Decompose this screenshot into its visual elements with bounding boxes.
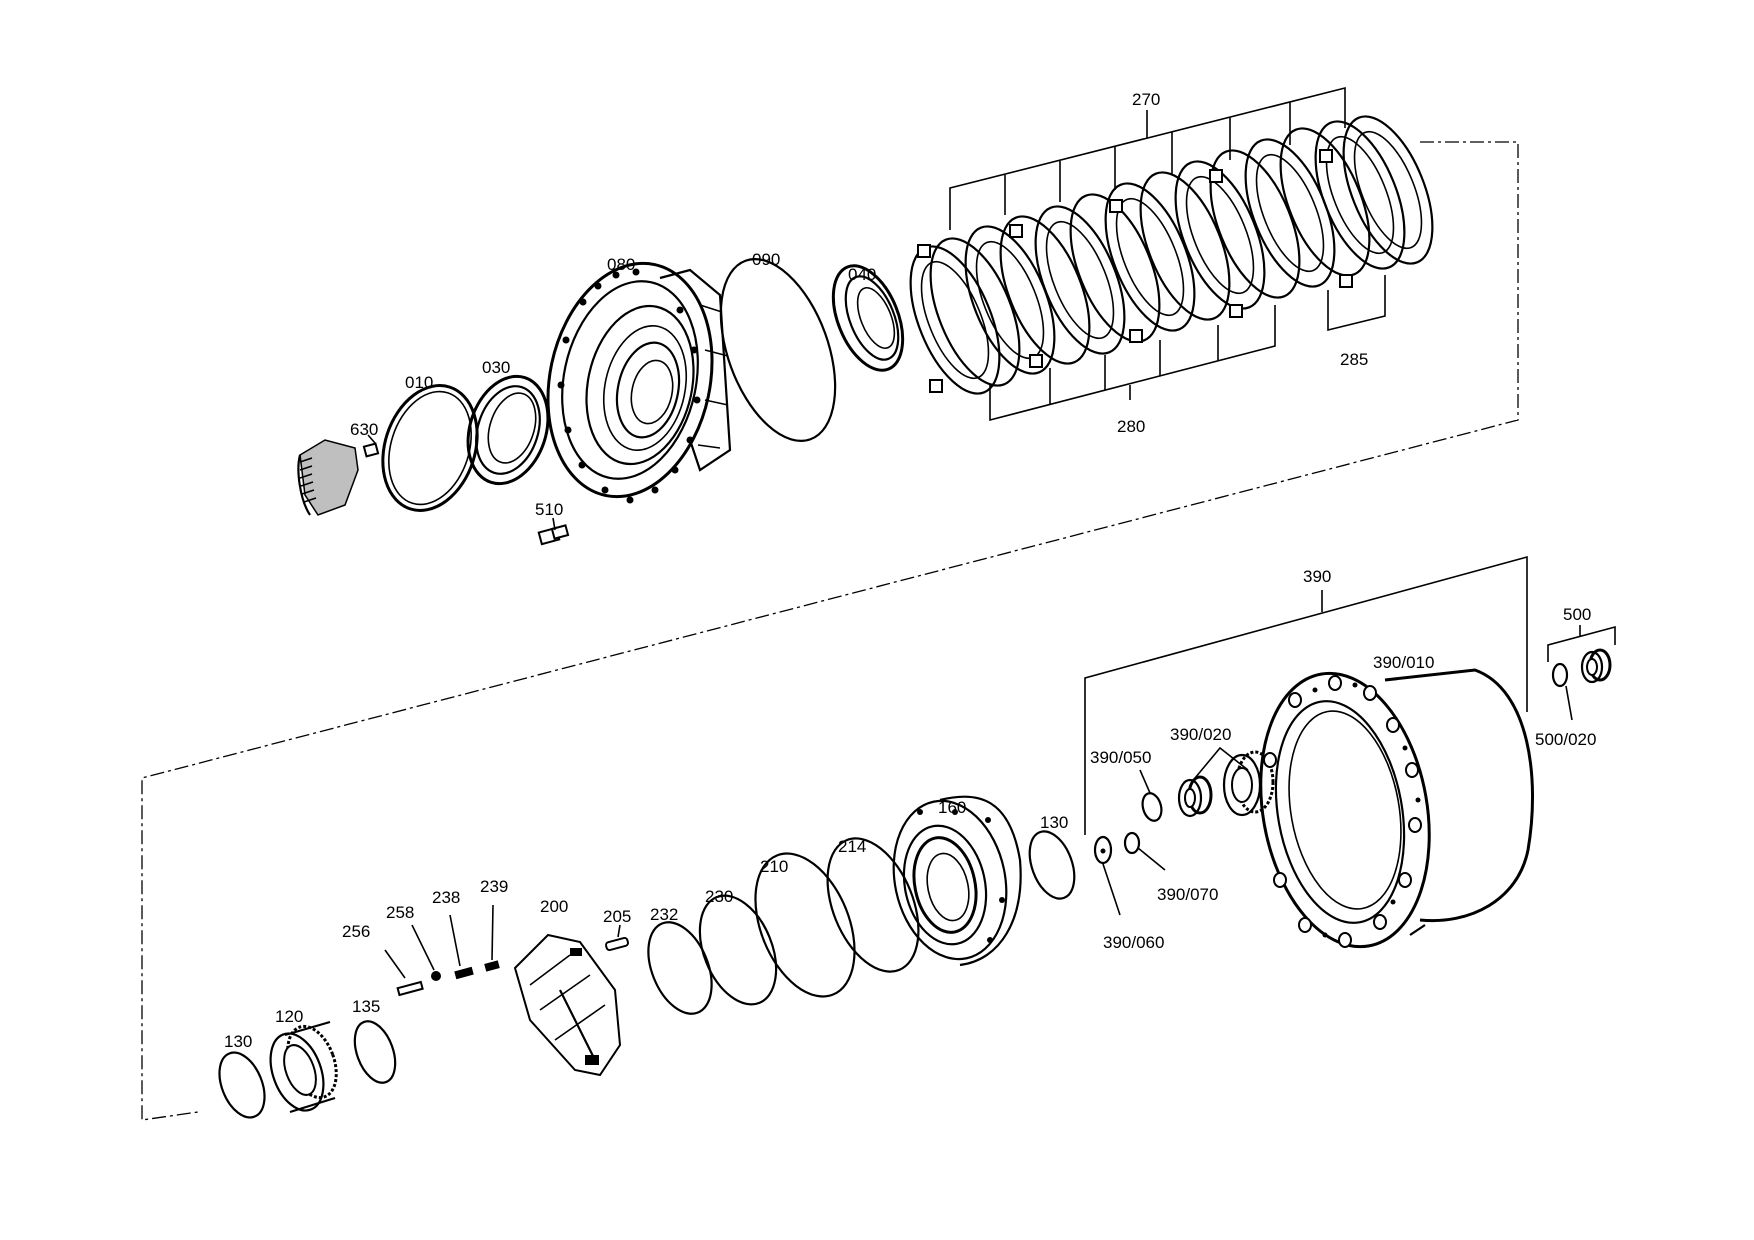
part-232-ring[interactable] (636, 913, 724, 1023)
label-210: 210 (760, 857, 788, 876)
label-390: 390 (1303, 567, 1331, 586)
part-390-070-ring[interactable] (1123, 831, 1141, 855)
part-205-pin[interactable] (605, 936, 629, 952)
part-500-020-ring[interactable] (1551, 662, 1569, 688)
part-390-010-housing[interactable] (1240, 660, 1534, 960)
label-390-060: 390/060 (1103, 933, 1164, 952)
leader-lines-top-row (367, 86, 1386, 444)
label-285: 285 (1340, 350, 1368, 369)
part-130-ring-left[interactable] (211, 1046, 274, 1124)
part-256-pin[interactable] (396, 980, 424, 997)
part-390-020-bearing-small[interactable] (1177, 775, 1213, 818)
part-214-ring[interactable] (810, 825, 937, 985)
label-200: 200 (540, 897, 568, 916)
label-232: 232 (650, 905, 678, 924)
part-390-050-ring[interactable] (1140, 791, 1165, 823)
label-120: 120 (275, 1007, 303, 1026)
label-160: 160 (938, 798, 966, 817)
label-630: 630 (350, 420, 378, 439)
part-238-spring[interactable] (454, 966, 474, 980)
part-200-carrier[interactable] (513, 933, 622, 1077)
leader-lines-bottom-row (384, 517, 1616, 979)
assembly-axis-outline (141, 141, 1519, 1121)
part-130-ring-right[interactable] (1021, 825, 1083, 904)
part-090-o-ring[interactable] (699, 244, 858, 457)
part-258-ball[interactable] (431, 971, 441, 981)
part-030-seal[interactable] (455, 366, 561, 494)
label-390-010: 390/010 (1373, 653, 1434, 672)
part-080-hub-housing[interactable] (527, 248, 733, 512)
part-210-ring[interactable] (736, 839, 874, 1011)
part-239-spring[interactable] (484, 960, 500, 972)
label-500: 500 (1563, 605, 1591, 624)
part-230-ring[interactable] (685, 884, 791, 1015)
label-390-050: 390/050 (1090, 748, 1151, 767)
label-230: 230 (705, 887, 733, 906)
label-239: 239 (480, 877, 508, 896)
callout-labels: 270 080 090 040 010 030 630 510 285 280 … (224, 90, 1596, 1051)
label-510: 510 (535, 500, 563, 519)
part-630-gear-segment[interactable] (297, 439, 380, 516)
label-040: 040 (848, 265, 876, 284)
label-390-070: 390/070 (1157, 885, 1218, 904)
label-270: 270 (1132, 90, 1160, 109)
part-040-seal[interactable] (820, 256, 917, 380)
label-280: 280 (1117, 417, 1145, 436)
part-500-plug[interactable] (1580, 648, 1612, 684)
part-010-ring[interactable] (367, 373, 492, 523)
part-120-gear[interactable] (261, 1020, 346, 1118)
label-256: 256 (342, 922, 370, 941)
part-135-ring[interactable] (347, 1016, 403, 1088)
label-030: 030 (482, 358, 510, 377)
part-390-020-bearing-large[interactable] (1222, 750, 1275, 817)
part-510-bolt[interactable] (537, 524, 570, 546)
label-500-020: 500/020 (1535, 730, 1596, 749)
label-010: 010 (405, 373, 433, 392)
clutch-plate-stack[interactable] (892, 104, 1450, 406)
label-214: 214 (838, 837, 866, 856)
label-090: 090 (752, 250, 780, 269)
label-130-right: 130 (1040, 813, 1068, 832)
part-160-piston-hub[interactable] (880, 790, 1022, 969)
label-258: 258 (386, 903, 414, 922)
label-205: 205 (603, 907, 631, 926)
label-135: 135 (352, 997, 380, 1016)
part-390-060-washer[interactable] (1093, 835, 1113, 865)
label-080: 080 (607, 255, 635, 274)
label-390-020: 390/020 (1170, 725, 1231, 744)
label-238: 238 (432, 888, 460, 907)
label-130-left: 130 (224, 1032, 252, 1051)
